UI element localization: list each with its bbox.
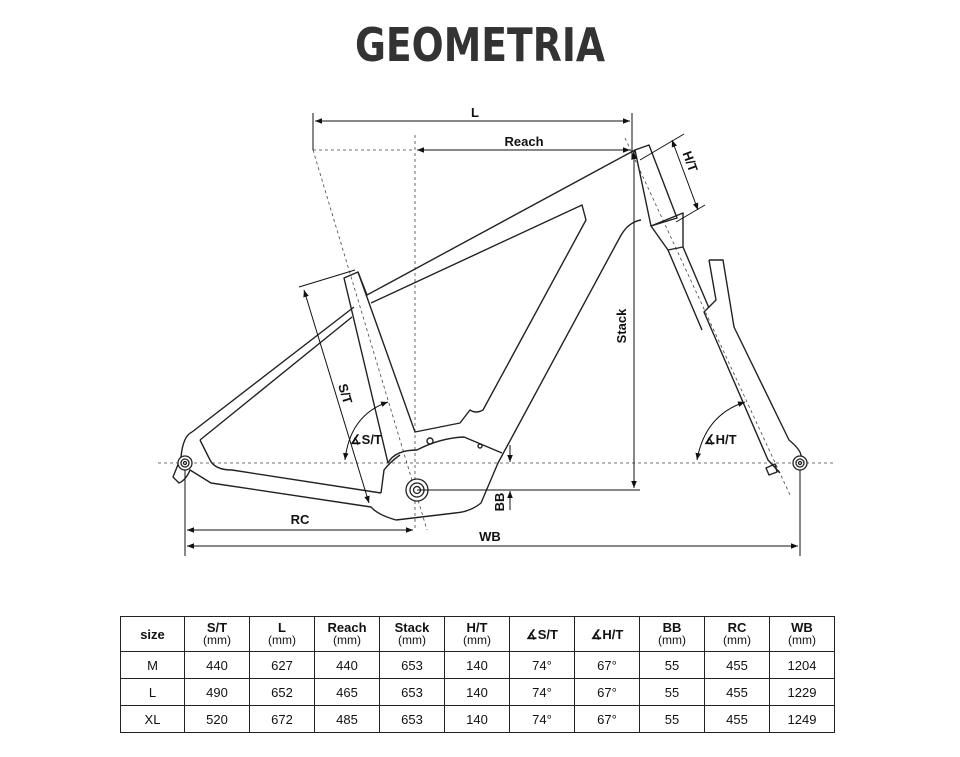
column-header: H/T(mm) (444, 616, 510, 652)
column-header: ∡H/T (574, 616, 640, 652)
column-header-label: RC (727, 620, 747, 635)
front-axle (792, 455, 808, 471)
table-cell: 1229 (769, 678, 835, 706)
label-st-angle: ∡S/T (350, 432, 382, 447)
label-rc: RC (291, 512, 310, 527)
column-header-unit: (mm) (268, 633, 296, 647)
table-cell: 440 (314, 651, 380, 679)
column-header-label: Stack (394, 620, 430, 635)
table-cell: 55 (639, 651, 705, 679)
table-cell: 520 (184, 705, 250, 733)
table-cell: 465 (314, 678, 380, 706)
table-cell: 67° (574, 651, 640, 679)
column-header-unit: (mm) (463, 633, 491, 647)
column-header-label: ∡S/T (526, 626, 558, 642)
table-cell: 55 (639, 705, 705, 733)
table-cell: 1249 (769, 705, 835, 733)
table-cell: 455 (704, 651, 770, 679)
column-header: Reach(mm) (314, 616, 380, 652)
column-header-label: BB (662, 620, 682, 635)
column-header-unit: (mm) (333, 633, 361, 647)
label-reach: Reach (504, 134, 543, 149)
table-cell: 455 (704, 705, 770, 733)
table-cell: 55 (639, 678, 705, 706)
table-cell: 140 (444, 651, 510, 679)
table-cell: 440 (184, 651, 250, 679)
column-header: WB(mm) (769, 616, 835, 652)
column-header-label: Reach (327, 620, 367, 635)
table-cell: 74° (509, 651, 575, 679)
rear-axle (177, 455, 193, 471)
table-cell: 672 (249, 705, 315, 733)
table-cell: 74° (509, 705, 575, 733)
column-header: RC(mm) (704, 616, 770, 652)
column-header-unit: (mm) (788, 633, 816, 647)
table-cell: M (120, 651, 185, 679)
table-cell: 74° (509, 678, 575, 706)
label-st: S/T (335, 382, 355, 406)
label-stack: Stack (614, 308, 629, 343)
column-header-label: S/T (206, 620, 228, 635)
table-cell: 627 (249, 651, 315, 679)
column-header: Stack(mm) (379, 616, 445, 652)
column-header-unit: (mm) (398, 633, 426, 647)
column-header-label: ∡H/T (590, 626, 624, 642)
table-cell: 67° (574, 678, 640, 706)
column-header: BB(mm) (639, 616, 705, 652)
table-cell: 140 (444, 678, 510, 706)
column-header-unit: (mm) (658, 633, 686, 647)
table-cell: 653 (379, 705, 445, 733)
table-cell: 1204 (769, 651, 835, 679)
table-cell: 67° (574, 705, 640, 733)
table-cell: 490 (184, 678, 250, 706)
reference-lines (158, 135, 835, 531)
column-header: size (120, 616, 185, 652)
label-ht: H/T (680, 149, 701, 174)
column-header-label: WB (791, 620, 813, 635)
column-header-unit: (mm) (203, 633, 231, 647)
column-header-label: size (140, 626, 165, 642)
column-header: S/T(mm) (184, 616, 250, 652)
table-cell: L (120, 678, 185, 706)
column-header: L(mm) (249, 616, 315, 652)
bike-geometry-diagram: L Reach H/T Stack S/T ∡S/T ∡H/T BB RC WB (158, 105, 835, 556)
bike-frame (172, 144, 802, 521)
column-header-label: H/T (466, 620, 488, 635)
column-header-unit: (mm) (723, 633, 751, 647)
label-ht-angle: ∡H/T (704, 432, 737, 447)
label-L: L (471, 105, 479, 120)
table-cell: 652 (249, 678, 315, 706)
table-cell: 653 (379, 678, 445, 706)
table-cell: 485 (314, 705, 380, 733)
table-cell: 140 (444, 705, 510, 733)
column-header: ∡S/T (509, 616, 575, 652)
label-bb: BB (492, 493, 507, 512)
label-wb: WB (479, 529, 501, 544)
column-header-label: L (278, 620, 286, 635)
table-cell: 455 (704, 678, 770, 706)
table-cell: XL (120, 705, 185, 733)
page-title: GEOMETRIA (354, 18, 606, 72)
table-cell: 653 (379, 651, 445, 679)
dimension-lines (184, 113, 801, 556)
